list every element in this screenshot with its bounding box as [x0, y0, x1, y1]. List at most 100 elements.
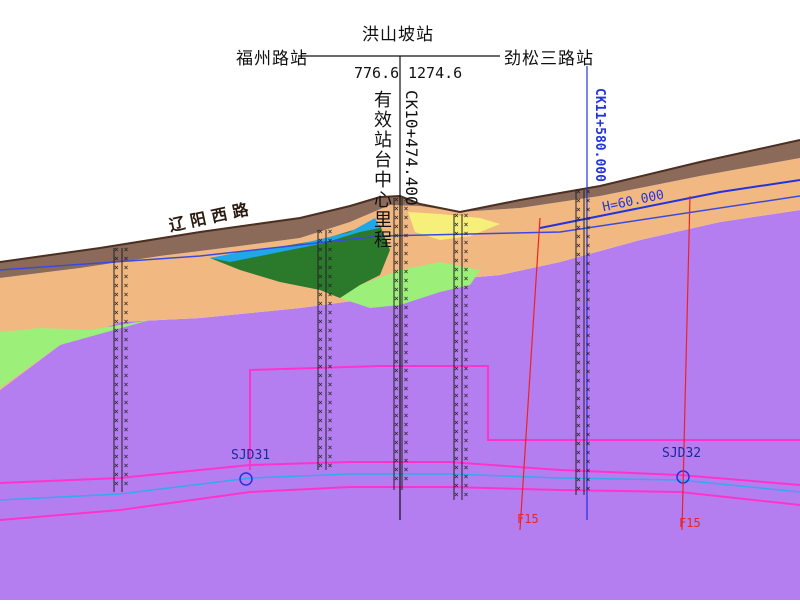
borehole: × ×× ×× ×× ×× ×× ×× ×× ×× ×× ×× ×× ×× ××… — [453, 211, 469, 500]
borehole-hatch: × × — [318, 425, 333, 434]
borehole-hatch: × × — [454, 337, 469, 346]
borehole-hatch: × × — [114, 407, 129, 416]
borehole-hatch: × × — [394, 447, 409, 456]
borehole-hatch: × × — [114, 344, 129, 353]
borehole-hatch: × × — [454, 463, 469, 472]
borehole-hatch: × × — [394, 195, 409, 204]
borehole-hatch: × × — [318, 443, 333, 452]
borehole-hatch: × × — [576, 205, 591, 214]
borehole-hatch: × × — [394, 366, 409, 375]
borehole-hatch: × × — [454, 292, 469, 301]
borehole-hatch: × × — [394, 330, 409, 339]
borehole-hatch: × × — [394, 285, 409, 294]
light-green-layer — [340, 262, 480, 308]
borehole-hatch: × × — [454, 238, 469, 247]
design-alignment-line — [539, 179, 800, 229]
borehole-hatch: × × — [576, 313, 591, 322]
blue-layer — [210, 218, 380, 262]
borehole-hatch: × × — [114, 371, 129, 380]
sjd31-marker — [239, 472, 253, 486]
borehole-hatch: × × — [114, 443, 129, 452]
borehole-hatch: × × — [394, 402, 409, 411]
borehole-hatch: × × — [454, 409, 469, 418]
borehole-hatch: × × — [394, 393, 409, 402]
borehole-hatch: × × — [114, 263, 129, 272]
borehole-hatch: × × — [318, 290, 333, 299]
borehole-hatch: × × — [576, 286, 591, 295]
borehole: × ×× ×× ×× ×× ×× ×× ×× ×× ×× ×× ×× ×× ××… — [393, 195, 409, 490]
borehole-hatch: × × — [394, 204, 409, 213]
borehole-hatch: × × — [394, 276, 409, 285]
borehole-hatch: × × — [454, 427, 469, 436]
borehole-hatch: × × — [318, 371, 333, 380]
borehole-hatch: × × — [318, 326, 333, 335]
borehole-hatch: × × — [576, 412, 591, 421]
borehole-hatch: × × — [318, 434, 333, 443]
borehole-hatch: × × — [454, 328, 469, 337]
borehole-hatch: × × — [576, 439, 591, 448]
borehole-hatch: × × — [318, 452, 333, 461]
borehole-hatch: × × — [394, 438, 409, 447]
borehole-hatch: × × — [114, 452, 129, 461]
borehole-hatch: × × — [394, 294, 409, 303]
borehole-hatch: × × — [318, 461, 333, 470]
borehole-hatch: × × — [318, 389, 333, 398]
borehole-hatch: × × — [394, 429, 409, 438]
borehole-hatch: × × — [114, 425, 129, 434]
borehole-hatch: × × — [394, 420, 409, 429]
borehole-hatch: × × — [576, 394, 591, 403]
borehole-hatch: × × — [576, 214, 591, 223]
borehole-hatch: × × — [394, 312, 409, 321]
borehole-hatch: × × — [318, 407, 333, 416]
borehole-hatch: × × — [576, 268, 591, 277]
borehole: × ×× ×× ×× ×× ×× ×× ×× ×× ×× ×× ×× ×× ××… — [317, 227, 333, 470]
sjd32-label: SJD32 — [662, 446, 702, 461]
borehole-hatch: × × — [576, 331, 591, 340]
borehole-hatch: × × — [394, 339, 409, 348]
borehole-hatch: × × — [576, 475, 591, 484]
dark-green-layer — [210, 225, 390, 298]
fault-line-2 — [681, 195, 691, 531]
borehole-hatch: × × — [114, 254, 129, 263]
borehole-hatch: × × — [318, 236, 333, 245]
borehole-hatch: × × — [394, 240, 409, 249]
borehole-hatch: × × — [576, 349, 591, 358]
borehole-hatch: × × — [454, 301, 469, 310]
borehole-hatch: × × — [114, 479, 129, 488]
borehole-hatch: × × — [576, 232, 591, 241]
borehole-hatch: × × — [454, 310, 469, 319]
borehole-hatch: × × — [454, 481, 469, 490]
station-box-outline — [249, 365, 800, 470]
borehole-hatch: × × — [394, 213, 409, 222]
borehole-hatch: × × — [454, 229, 469, 238]
borehole-hatch: × × — [318, 254, 333, 263]
borehole-hatch: × × — [454, 400, 469, 409]
borehole-hatch: × × — [318, 245, 333, 254]
borehole-hatch: × × — [576, 250, 591, 259]
left-station-label: 福州路站 — [236, 49, 308, 69]
borehole-hatch: × × — [114, 272, 129, 281]
borehole-hatch: × × — [114, 416, 129, 425]
borehole-hatch: × × — [454, 418, 469, 427]
borehole-hatch: × × — [318, 353, 333, 362]
center-mileage-name: 有效站台中心里程 — [371, 90, 392, 250]
borehole-hatch: × × — [576, 241, 591, 250]
borehole-hatch: × × — [114, 362, 129, 371]
borehole-hatch: × × — [394, 474, 409, 483]
borehole-hatch: × × — [318, 281, 333, 290]
water-table-line — [0, 195, 800, 271]
borehole-hatch: × × — [394, 231, 409, 240]
left-distance-label: 776.6 — [354, 64, 400, 82]
borehole-hatch: × × — [114, 380, 129, 389]
borehole-hatch: × × — [454, 355, 469, 364]
borehole-hatch: × × — [318, 227, 333, 236]
borehole-hatch: × × — [394, 357, 409, 366]
borehole-hatch: × × — [576, 430, 591, 439]
borehole-hatch: × × — [454, 472, 469, 481]
borehole-hatch: × × — [394, 267, 409, 276]
borehole-hatch: × × — [114, 398, 129, 407]
borehole: × ×× ×× ×× ×× ×× ×× ×× ×× ×× ×× ×× ×× ××… — [575, 187, 591, 495]
borehole-hatch: × × — [394, 249, 409, 258]
